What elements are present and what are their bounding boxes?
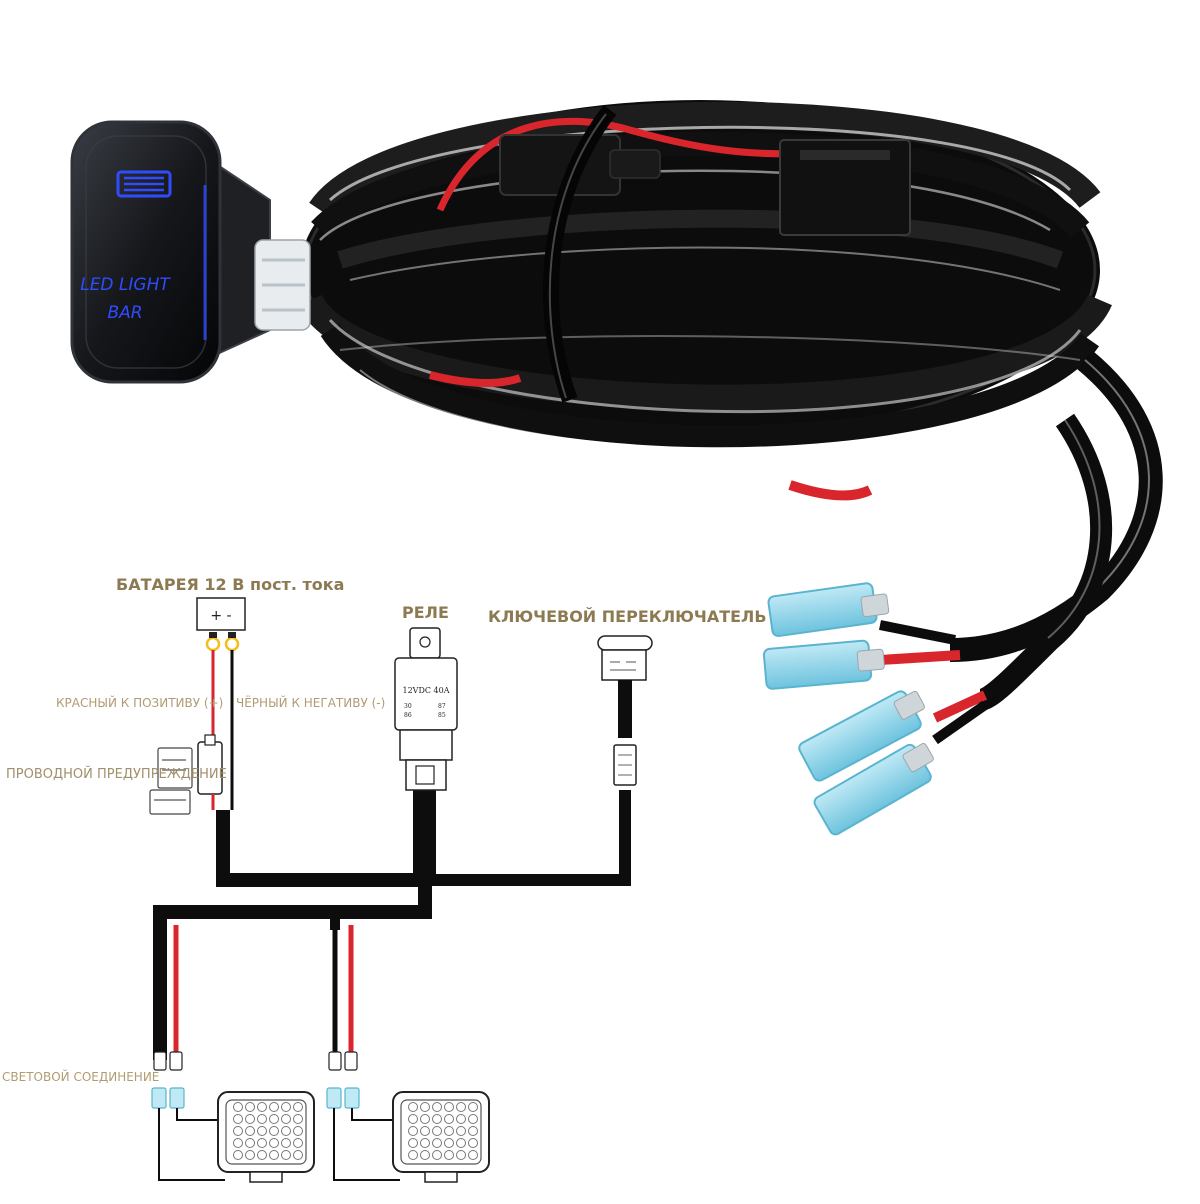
led-chip — [468, 1102, 478, 1112]
led-chip — [293, 1114, 303, 1124]
light-connectors — [151, 1051, 400, 1181]
led-chip — [233, 1126, 243, 1136]
key-switch-icon — [597, 635, 653, 786]
led-chip — [257, 1150, 267, 1160]
black-wire-label: ЧЁРНЫЙ К НЕГАТИВУ (-) — [236, 696, 386, 710]
led-chip — [245, 1126, 255, 1136]
fuse-label: ПРОВОДНОЙ ПРЕДУПРЕЖДЕНИЕ — [6, 767, 227, 782]
led-chip — [257, 1102, 267, 1112]
led-work-light-icon — [217, 1091, 315, 1183]
led-chip — [269, 1102, 279, 1112]
led-chip — [281, 1150, 291, 1160]
led-chip — [432, 1150, 442, 1160]
battery-icon: + - — [196, 597, 246, 652]
led-chip — [257, 1138, 267, 1148]
led-chip — [269, 1114, 279, 1124]
led-chip — [245, 1138, 255, 1148]
led-chip — [432, 1126, 442, 1136]
led-chip — [456, 1102, 466, 1112]
led-chip — [468, 1114, 478, 1124]
spade-connectors — [762, 582, 934, 836]
led-chip — [456, 1114, 466, 1124]
wiring-diagram: + - — [149, 597, 653, 1183]
led-chip — [293, 1138, 303, 1148]
led-chip — [281, 1126, 291, 1136]
spade-connector-icon — [813, 742, 934, 836]
led-chip — [281, 1114, 291, 1124]
led-chip — [233, 1138, 243, 1148]
fuse-holder-icon — [149, 734, 223, 815]
led-chip — [257, 1114, 267, 1124]
relay-rating: 12VDC 40A — [403, 686, 450, 695]
spade-connector-icon — [767, 582, 890, 637]
led-chip — [269, 1126, 279, 1136]
led-chip — [432, 1114, 442, 1124]
led-chip — [245, 1150, 255, 1160]
rocker-switch-icon: LED LIGHT BAR — [70, 120, 311, 384]
led-chip — [233, 1114, 243, 1124]
led-chip — [444, 1150, 454, 1160]
led-chip — [269, 1150, 279, 1160]
led-chip — [456, 1150, 466, 1160]
relay-icon: 12VDC 40A 30 87 86 85 — [394, 627, 458, 791]
switch-text-line2: BAR — [107, 303, 142, 323]
led-chip — [408, 1138, 418, 1148]
led-chip — [420, 1126, 430, 1136]
switch-text-line1: LED LIGHT — [80, 275, 171, 295]
output-cables — [879, 350, 1163, 745]
led-chip — [432, 1102, 442, 1112]
led-chip — [420, 1150, 430, 1160]
relay-label: РЕЛЕ — [402, 603, 449, 622]
led-chip — [233, 1102, 243, 1112]
led-chip — [456, 1138, 466, 1148]
battery-terminals: + - — [210, 608, 231, 624]
light-connection-label: СВЕТОВОЙ СОЕДИНЕНИЕ — [2, 1070, 160, 1084]
relay-pin-85: 85 — [438, 712, 446, 719]
switch-label: КЛЮЧЕВОЙ ПЕРЕКЛЮЧАТЕЛЬ — [488, 607, 767, 626]
led-chip — [281, 1102, 291, 1112]
led-chip — [468, 1126, 478, 1136]
led-chip — [432, 1138, 442, 1148]
coiled-harness — [298, 100, 1112, 501]
led-chip — [468, 1138, 478, 1148]
led-chip — [420, 1138, 430, 1148]
led-chip — [269, 1138, 279, 1148]
spade-connector-icon — [762, 639, 885, 690]
led-chip — [408, 1102, 418, 1112]
led-chip — [293, 1102, 303, 1112]
led-chip — [293, 1150, 303, 1160]
led-chip — [444, 1138, 454, 1148]
led-chip — [281, 1138, 291, 1148]
led-chip — [420, 1114, 430, 1124]
led-chip — [257, 1126, 267, 1136]
led-work-light-icon — [392, 1091, 490, 1183]
led-chip — [245, 1102, 255, 1112]
relay-pin-30: 30 — [404, 703, 412, 710]
relay-pin-87: 87 — [438, 703, 446, 710]
led-chip — [408, 1114, 418, 1124]
led-chip — [444, 1114, 454, 1124]
led-chip — [444, 1126, 454, 1136]
led-chip — [245, 1114, 255, 1124]
led-chip — [408, 1126, 418, 1136]
battery-label: БАТАРЕЯ 12 В пост. тока — [116, 575, 345, 594]
led-chip — [444, 1102, 454, 1112]
relay-pin-86: 86 — [404, 712, 412, 719]
led-chip — [293, 1126, 303, 1136]
led-chip — [456, 1126, 466, 1136]
led-chip — [468, 1150, 478, 1160]
led-chip — [408, 1150, 418, 1160]
spade-connector-icon — [798, 690, 925, 782]
led-chip — [420, 1102, 430, 1112]
led-chip — [233, 1150, 243, 1160]
red-wire-label: КРАСНЫЙ К ПОЗИТИВУ (+) — [56, 696, 224, 710]
